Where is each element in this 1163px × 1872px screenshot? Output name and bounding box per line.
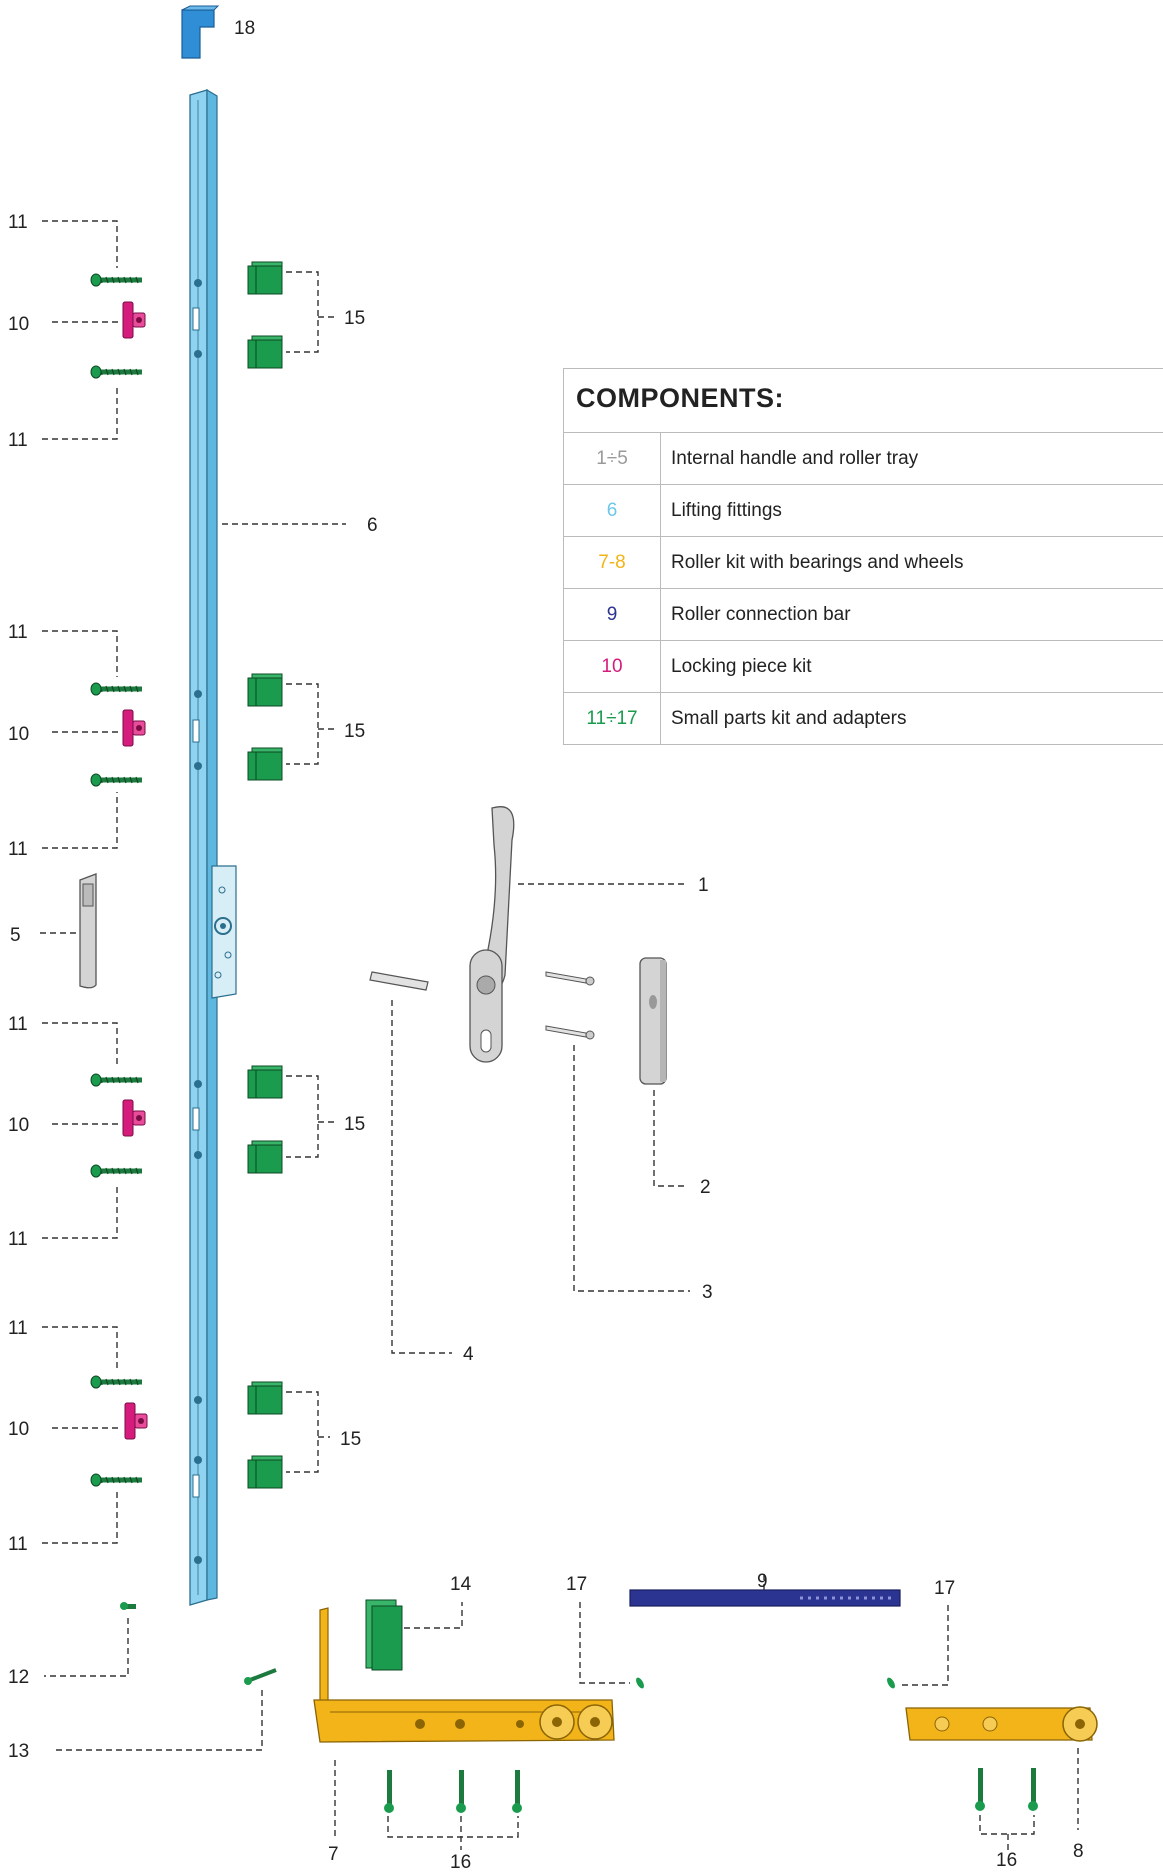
callout-4: 4 bbox=[463, 1344, 474, 1365]
svg-text:10: 10 bbox=[8, 724, 29, 745]
svg-text:17: 17 bbox=[934, 1578, 955, 1599]
svg-text:16: 16 bbox=[996, 1850, 1017, 1871]
long-screw-part-13 bbox=[244, 1668, 277, 1685]
svg-text:11: 11 bbox=[8, 1229, 28, 1250]
svg-text:11: 11 bbox=[8, 1014, 28, 1035]
callout-1: 1 bbox=[698, 875, 709, 896]
fastener-group-2 bbox=[90, 682, 146, 787]
pins-part-17 bbox=[636, 1677, 895, 1689]
svg-text:17: 17 bbox=[566, 1574, 587, 1595]
svg-text:15: 15 bbox=[344, 308, 365, 329]
callout-3: 3 bbox=[702, 1282, 713, 1303]
svg-text:10: 10 bbox=[8, 1115, 29, 1136]
callout-13: 13 bbox=[8, 1741, 29, 1762]
callout-6: 6 bbox=[367, 515, 378, 536]
fastener-group-1 bbox=[90, 273, 146, 379]
callout-12: 12 bbox=[8, 1667, 29, 1688]
component-description: Roller kit with bearings and wheels bbox=[660, 536, 1163, 589]
svg-text:15: 15 bbox=[344, 1114, 365, 1135]
callout-7: 7 bbox=[328, 1844, 339, 1865]
screws-part-3 bbox=[545, 971, 595, 1040]
leaders-left bbox=[42, 220, 118, 1544]
roller-kit-part-7 bbox=[313, 1607, 615, 1743]
screws-part-16-left bbox=[384, 1770, 522, 1813]
svg-text:10: 10 bbox=[8, 314, 29, 335]
component-description: Lifting fittings bbox=[660, 484, 1163, 537]
roller-kit-part-8 bbox=[905, 1706, 1098, 1742]
component-code: 6 bbox=[563, 484, 661, 537]
component-description: Internal handle and roller tray bbox=[660, 432, 1163, 485]
component-description: Small parts kit and adapters bbox=[660, 692, 1163, 745]
adapter-block-part-14 bbox=[365, 1599, 403, 1671]
component-code: 9 bbox=[563, 588, 661, 641]
roller-tray-part-5 bbox=[79, 873, 97, 989]
callout-8: 8 bbox=[1073, 1841, 1084, 1862]
svg-text:11: 11 bbox=[8, 212, 28, 233]
small-screw-part-12 bbox=[120, 1602, 136, 1610]
callout-2: 2 bbox=[700, 1177, 711, 1198]
callout-18: 18 bbox=[234, 18, 255, 39]
svg-text:11: 11 bbox=[8, 430, 28, 451]
svg-text:11: 11 bbox=[8, 1318, 28, 1339]
labels-left: 11 10 11 11 10 11 11 10 11 11 10 11 bbox=[8, 212, 29, 1555]
cap-part-18 bbox=[181, 5, 220, 59]
component-code: 11÷17 bbox=[563, 692, 661, 745]
callout-14: 14 bbox=[450, 1574, 472, 1595]
svg-text:15: 15 bbox=[344, 721, 365, 742]
component-code: 7-8 bbox=[563, 536, 661, 589]
svg-text:15: 15 bbox=[340, 1429, 361, 1450]
svg-text:16: 16 bbox=[450, 1852, 471, 1872]
svg-text:11: 11 bbox=[8, 1534, 28, 1555]
spindle-part-4 bbox=[369, 971, 429, 991]
svg-text:10: 10 bbox=[8, 1419, 29, 1440]
adapter-blocks-15: 15 15 15 15 bbox=[247, 261, 365, 1489]
fastener-group-4 bbox=[90, 1375, 148, 1487]
handle-part-1 bbox=[469, 806, 515, 1063]
component-code: 10 bbox=[563, 640, 661, 693]
screws-part-16-right bbox=[975, 1768, 1038, 1811]
svg-text:11: 11 bbox=[8, 622, 28, 643]
cover-plate-part-2 bbox=[639, 957, 667, 1085]
callout-9: 9 bbox=[757, 1571, 768, 1592]
lifting-fitting-rail bbox=[189, 88, 237, 1606]
svg-text:11: 11 bbox=[8, 839, 28, 860]
component-description: Locking piece kit bbox=[660, 640, 1163, 693]
fastener-group-3 bbox=[90, 1073, 146, 1178]
callout-5: 5 bbox=[10, 925, 21, 946]
component-description: Roller connection bar bbox=[660, 588, 1163, 641]
connection-bar-part-9 bbox=[629, 1589, 901, 1607]
component-code: 1÷5 bbox=[563, 432, 661, 485]
components-title: COMPONENTS: bbox=[563, 368, 1163, 432]
